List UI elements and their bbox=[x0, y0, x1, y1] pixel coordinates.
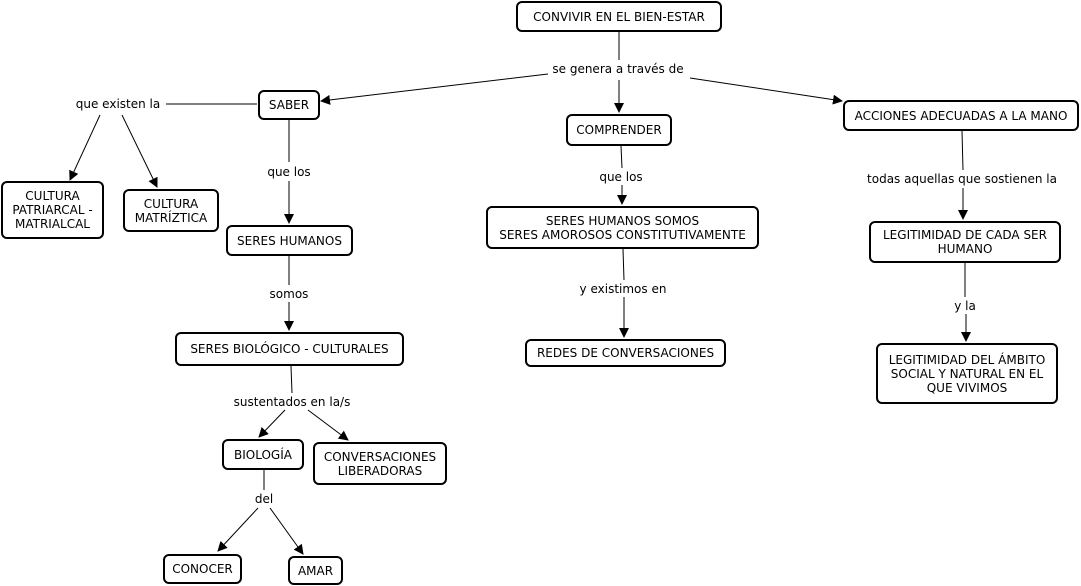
node-conversaciones-liberadoras[interactable]: CONVERSACIONES LIBERADORAS bbox=[313, 442, 447, 485]
node-saber[interactable]: SABER bbox=[258, 90, 320, 120]
link-label-que-existen: que existen la bbox=[72, 97, 164, 111]
node-legitimidad-ser-humano[interactable]: LEGITIMIDAD DE CADA SER HUMANO bbox=[869, 221, 1061, 263]
link-label-se-genera: se genera a través de bbox=[549, 62, 687, 76]
link-label-y-la: y la bbox=[951, 299, 979, 313]
link-label-que-los: que los bbox=[596, 170, 646, 184]
link-label-que-los: que los bbox=[264, 165, 314, 179]
arrow-to-biologia bbox=[258, 409, 286, 438]
arrow-to-saber bbox=[320, 73, 549, 105]
node-seres-humanos[interactable]: SERES HUMANOS bbox=[226, 225, 353, 256]
link-label-del: del bbox=[251, 492, 277, 506]
arrow-to-conocer bbox=[217, 507, 259, 552]
arrow-to-cultura-patriarcal bbox=[69, 114, 101, 181]
node-comprender[interactable]: COMPRENDER bbox=[566, 114, 672, 146]
arrow-to-cultura-matriztica bbox=[121, 114, 158, 188]
node-redes-conversaciones[interactable]: REDES DE CONVERSACIONES bbox=[525, 339, 726, 367]
node-seres-biologico-culturales[interactable]: SERES BIOLÓGICO - CULTURALES bbox=[175, 332, 404, 366]
connector-line bbox=[290, 365, 293, 394]
link-label-y-existimos: y existimos en bbox=[576, 282, 670, 296]
arrow-to-acciones bbox=[689, 77, 843, 105]
arrow-to-conversaciones bbox=[307, 409, 349, 441]
node-legitimidad-ambito[interactable]: LEGITIMIDAD DEL ÁMBITO SOCIAL Y NATURAL … bbox=[876, 343, 1058, 404]
node-convivir[interactable]: CONVIVIR EN EL BIEN-ESTAR bbox=[516, 1, 722, 32]
node-cultura-matriztica[interactable]: CULTURA MATRÍZTICA bbox=[123, 189, 219, 232]
node-cultura-patriarcal[interactable]: CULTURA PATRIARCAL - MATRIALCAL bbox=[1, 181, 104, 239]
link-label-somos: somos bbox=[266, 287, 312, 301]
connector-line bbox=[622, 248, 625, 281]
connector-line bbox=[961, 130, 964, 171]
link-label-sustentados: sustentados en la/s bbox=[230, 395, 354, 409]
link-label-todas-aquellas: todas aquellas que sostienen la bbox=[864, 172, 1060, 186]
node-conocer[interactable]: CONOCER bbox=[163, 554, 242, 584]
connector-line bbox=[620, 145, 623, 169]
node-biologia[interactable]: BIOLOGÍA bbox=[222, 439, 304, 470]
node-amar[interactable]: AMAR bbox=[288, 556, 343, 585]
node-acciones-adecuadas[interactable]: ACCIONES ADECUADAS A LA MANO bbox=[843, 100, 1079, 131]
arrow-to-amar bbox=[269, 507, 304, 555]
node-seres-humanos-somos[interactable]: SERES HUMANOS SOMOS SERES AMOROSOS CONST… bbox=[486, 206, 759, 249]
